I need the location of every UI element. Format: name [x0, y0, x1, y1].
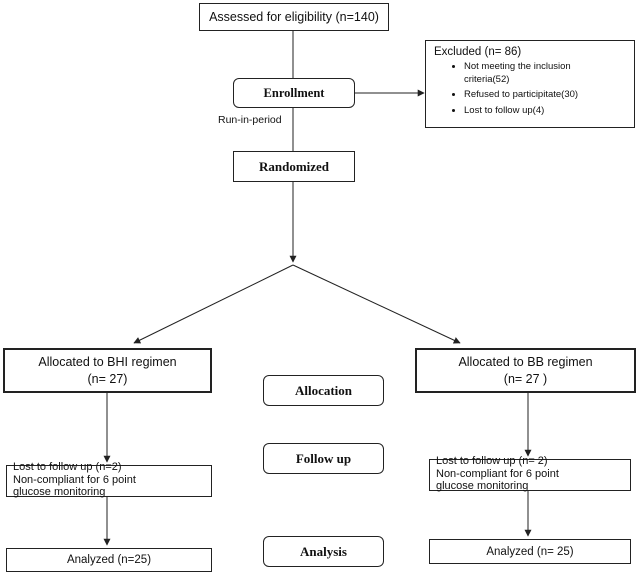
follow-up-stage: Follow up — [263, 443, 384, 474]
excluded-item: Not meeting the inclusion criteria(52) — [464, 61, 592, 86]
right-followup-line1: Lost to follow up (n= 2) — [436, 455, 548, 467]
left-analyzed-text: Analyzed (n=25) — [66, 554, 152, 566]
right-allocated-line1: Allocated to BB regimen — [458, 354, 593, 369]
analysis-stage: Analysis — [263, 536, 384, 567]
right-followup-box: Lost to follow up (n= 2) Non-compliant f… — [429, 455, 631, 492]
arrow-to-left-arm — [133, 264, 294, 344]
follow-up-label: Follow up — [295, 450, 352, 466]
excluded-box: Excluded (n= 86) Not meeting the inclusi… — [425, 40, 635, 128]
right-allocated-line2: (n= 27 ) — [503, 371, 548, 386]
left-analyzed-box: Analyzed (n=25) — [6, 548, 212, 572]
allocation-stage: Allocation — [263, 375, 384, 406]
right-followup-line2: Non-compliant for 6 point — [436, 467, 559, 480]
assessed-box: Assessed for eligibility (n=140) — [199, 3, 389, 31]
excluded-title: Excluded (n= 86) — [434, 46, 522, 58]
left-allocated-line1: Allocated to BHI regimen — [38, 354, 177, 369]
excluded-list: Not meeting the inclusion criteria(52) R… — [434, 61, 628, 117]
arrow-to-right-arm — [292, 264, 461, 344]
excluded-item: Lost to follow up(4) — [464, 105, 628, 118]
enrollment-box: Enrollment — [233, 78, 355, 108]
randomized-box: Randomized — [233, 151, 355, 182]
left-followup-line2: Non-compliant for 6 point — [13, 473, 136, 486]
right-allocated-box: Allocated to BB regimen (n= 27 ) — [415, 348, 636, 393]
run-in-period-label: Run-in-period — [218, 114, 282, 126]
left-allocated-line2: (n= 27) — [87, 371, 128, 386]
enrollment-label: Enrollment — [263, 85, 325, 100]
analysis-label: Analysis — [300, 543, 347, 559]
right-analyzed-text: Analyzed (n= 25) — [486, 545, 574, 558]
left-followup-line1: Lost to follow up (n=2) — [13, 461, 122, 473]
assessed-text: Assessed for eligibility (n=140) — [209, 10, 379, 24]
excluded-item: Refused to participitate(30) — [464, 89, 628, 102]
right-followup-line3: glucose monitoring — [436, 480, 529, 492]
allocation-label: Allocation — [294, 382, 353, 398]
right-analyzed-box: Analyzed (n= 25) — [429, 539, 631, 564]
randomized-label: Randomized — [258, 158, 330, 174]
left-followup-box: Lost to follow up (n=2) Non-compliant fo… — [6, 461, 212, 498]
left-allocated-box: Allocated to BHI regimen (n= 27) — [3, 348, 212, 393]
left-followup-line3: glucose monitoring — [13, 486, 106, 498]
